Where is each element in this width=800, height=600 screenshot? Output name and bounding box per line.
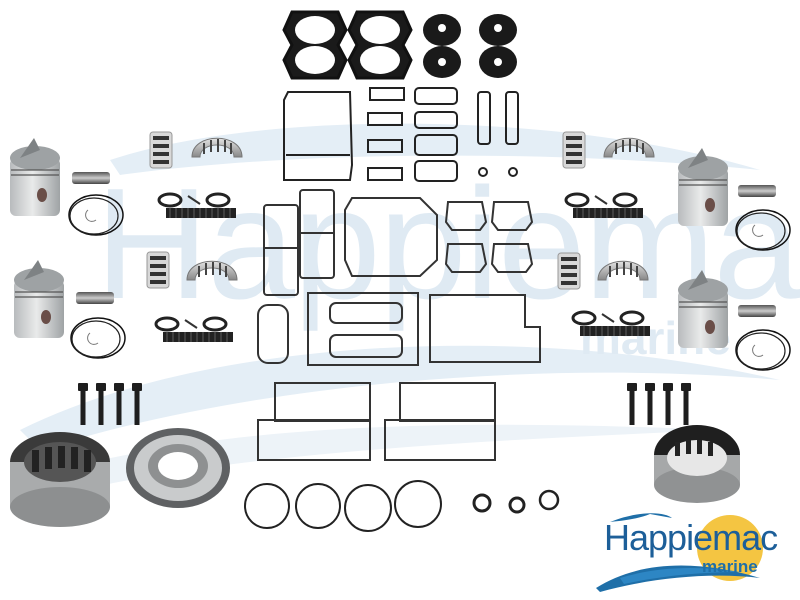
logo-graphic xyxy=(596,513,763,592)
logo-sub-text: marine xyxy=(702,557,758,576)
logo-brand-text: Happiemac xyxy=(604,517,778,558)
roller-bearing-left xyxy=(10,432,110,527)
ball-bearing xyxy=(126,428,230,508)
roller-bearing-right xyxy=(654,425,740,503)
happiemac-logo: Happiemac marine xyxy=(590,500,780,595)
